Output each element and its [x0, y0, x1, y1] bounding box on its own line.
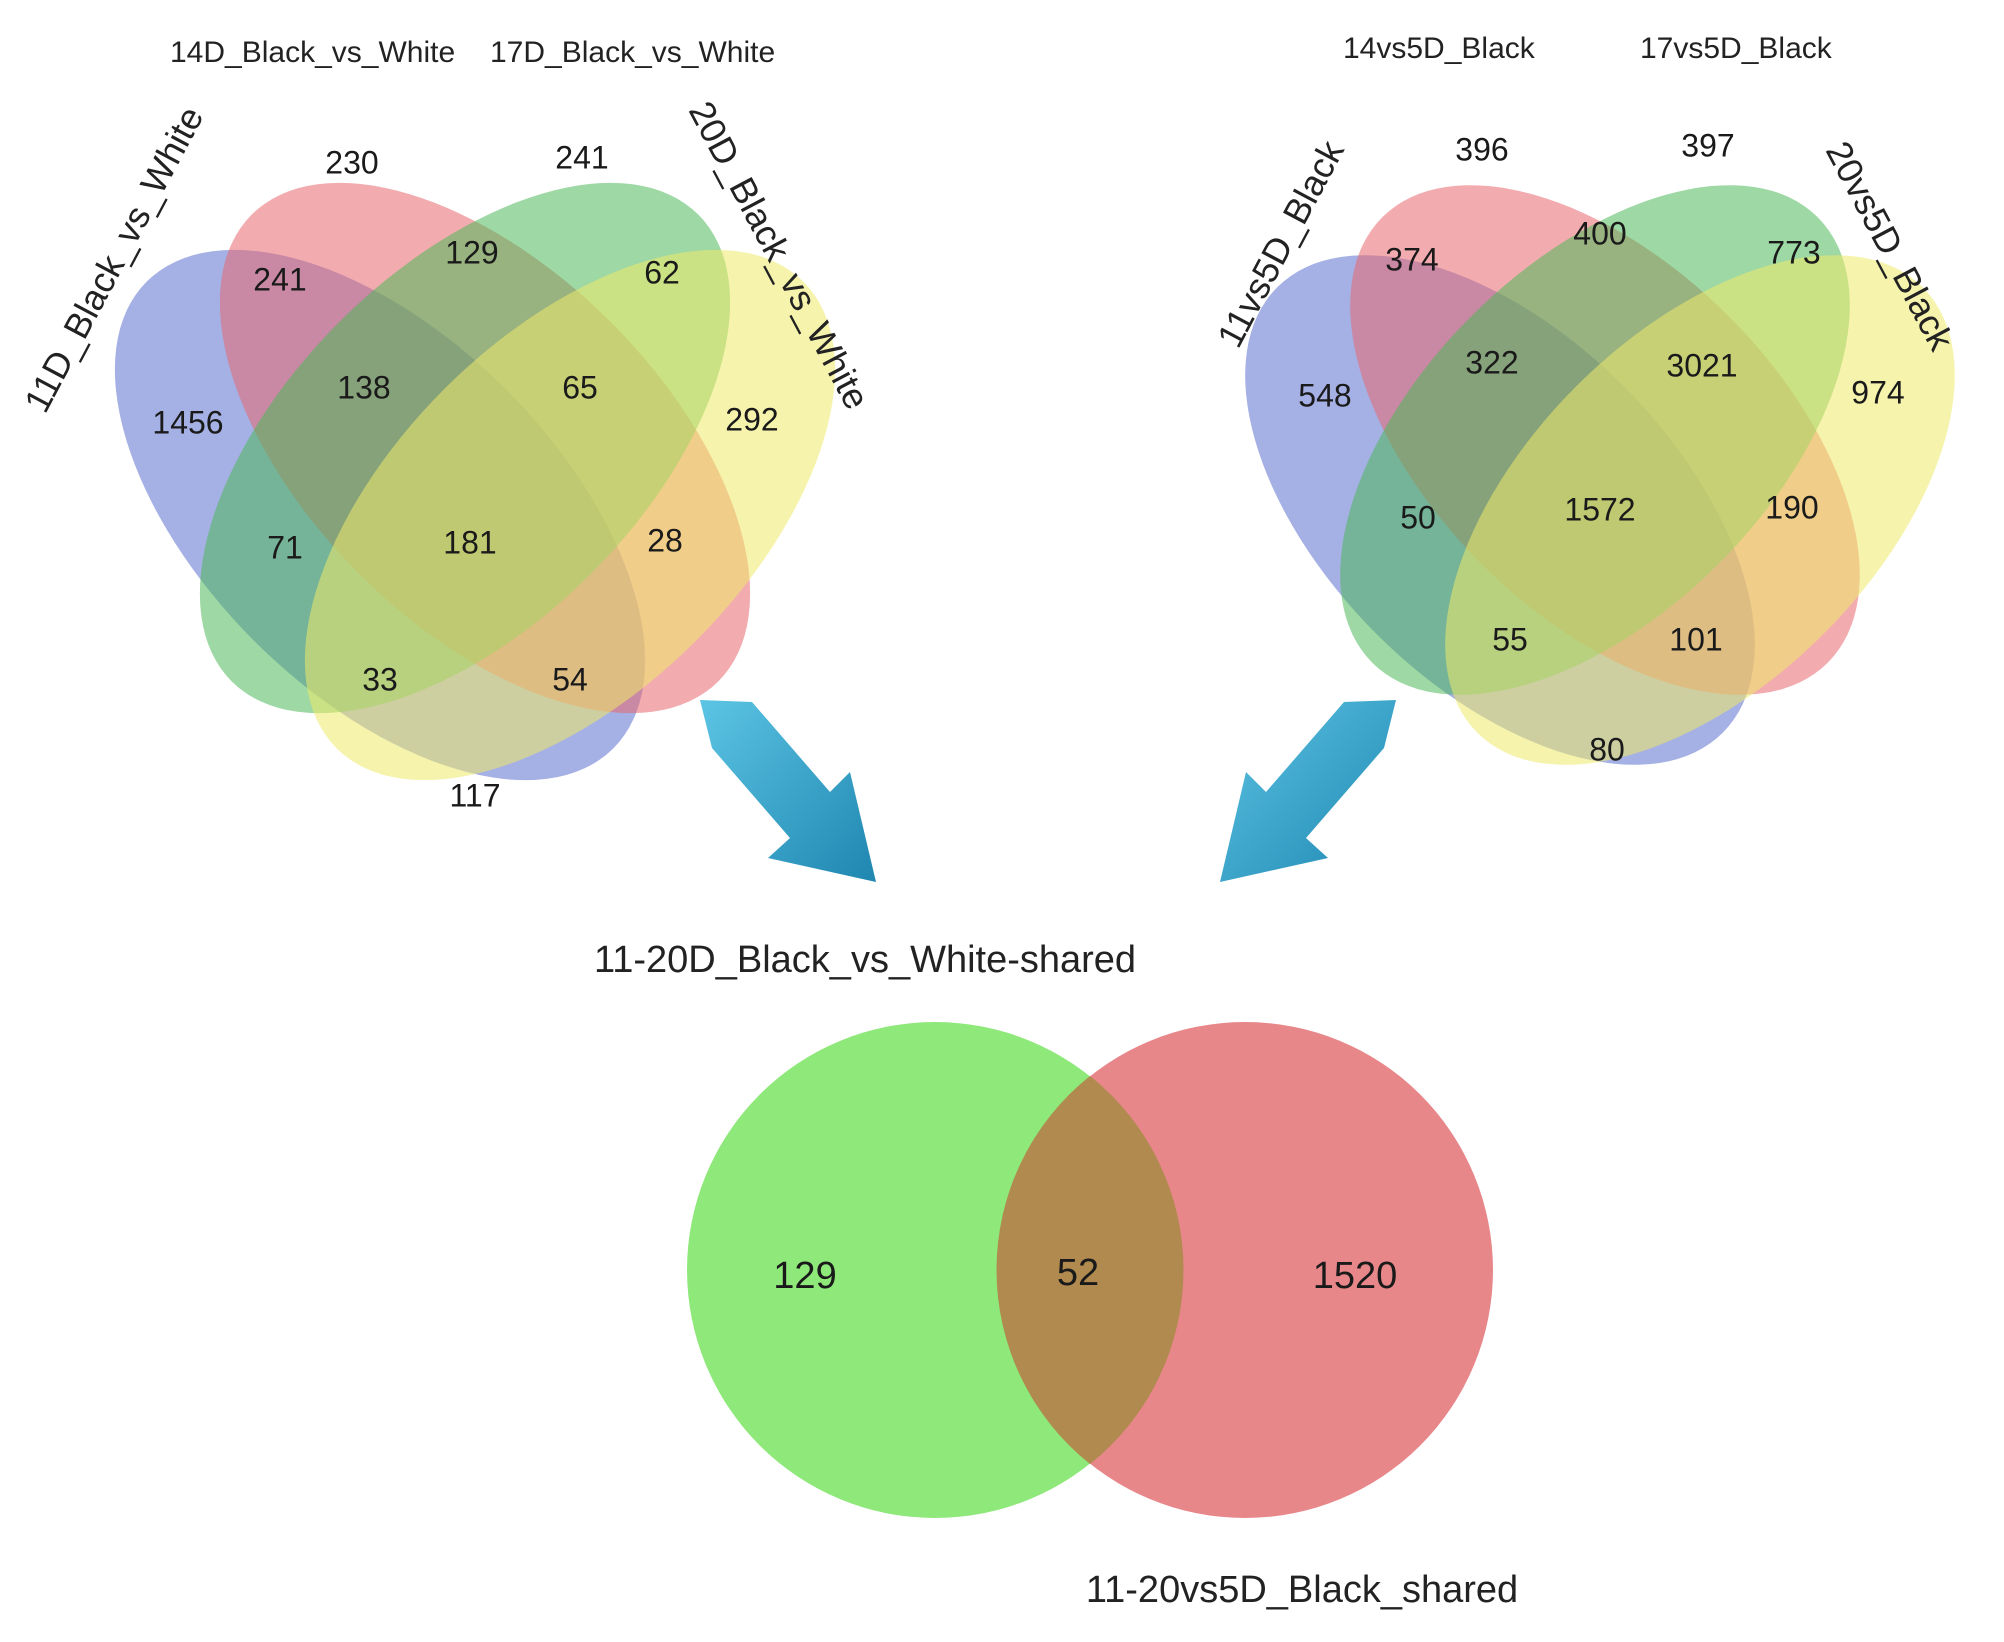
- left-count-14-20: 28: [647, 522, 683, 558]
- right-count-11-17-20: 55: [1492, 621, 1528, 657]
- right-count-all: 1572: [1564, 491, 1635, 527]
- right-count-17-20: 773: [1767, 234, 1820, 270]
- left-count-11-20: 117: [449, 777, 500, 813]
- left-count-all: 181: [443, 524, 496, 560]
- left-count-only-17: 241: [555, 139, 608, 175]
- left-count-only-11: 1456: [152, 404, 223, 440]
- bottom-two-set-venn: 11-20D_Black_vs_White-shared 129 52 1520…: [594, 939, 1518, 1611]
- left-arrow-icon: [700, 700, 876, 882]
- bottom-count-left-only: 129: [773, 1255, 836, 1297]
- left-count-11-14: 241: [253, 261, 306, 297]
- bottom-right-set-label: 11-20vs5D_Black_shared: [1086, 1569, 1518, 1611]
- right-four-set-venn: 14vs5D_Black 17vs5D_Black 11vs5D_Black 2…: [1209, 32, 1963, 767]
- right-set-label-17: 17vs5D_Black: [1640, 32, 1833, 65]
- right-count-14-17-20: 3021: [1666, 347, 1737, 383]
- right-count-only-11: 548: [1298, 377, 1351, 413]
- right-count-only-17: 397: [1681, 127, 1734, 163]
- left-count-11-14-17: 138: [337, 369, 390, 405]
- right-set-label-14: 14vs5D_Black: [1343, 32, 1536, 65]
- left-set-20-ellipse: [304, 249, 836, 781]
- left-count-11-17-20: 33: [362, 661, 398, 697]
- left-count-11-14-20: 54: [552, 661, 588, 697]
- left-set-label-14: 14D_Black_vs_White: [170, 36, 455, 69]
- right-count-11-14-20: 101: [1669, 621, 1722, 657]
- right-count-11-14: 374: [1385, 241, 1438, 277]
- right-set-20-ellipse: [1445, 255, 1955, 765]
- right-count-11-17: 50: [1400, 499, 1436, 535]
- left-count-17-20: 62: [644, 254, 680, 290]
- bottom-left-set-label: 11-20D_Black_vs_White-shared: [594, 939, 1136, 981]
- right-count-only-20: 974: [1851, 374, 1904, 410]
- right-count-14-20: 190: [1765, 489, 1818, 525]
- right-count-11-20: 80: [1589, 731, 1625, 767]
- left-count-14-17-20: 65: [562, 369, 598, 405]
- right-count-only-14: 396: [1455, 131, 1508, 167]
- bottom-count-right-only: 1520: [1313, 1255, 1398, 1297]
- left-count-only-14: 230: [325, 144, 378, 180]
- left-count-11-17: 71: [267, 529, 303, 565]
- left-count-only-20: 292: [725, 401, 778, 437]
- bottom-count-overlap: 52: [1057, 1252, 1099, 1294]
- left-set-label-17: 17D_Black_vs_White: [490, 36, 775, 69]
- left-count-14-17: 129: [445, 234, 498, 270]
- bottom-overlap-region: [996, 1076, 1184, 1464]
- right-arrow-icon: [1220, 700, 1396, 882]
- right-count-11-14-17: 322: [1465, 344, 1518, 380]
- right-count-14-17: 400: [1573, 215, 1626, 251]
